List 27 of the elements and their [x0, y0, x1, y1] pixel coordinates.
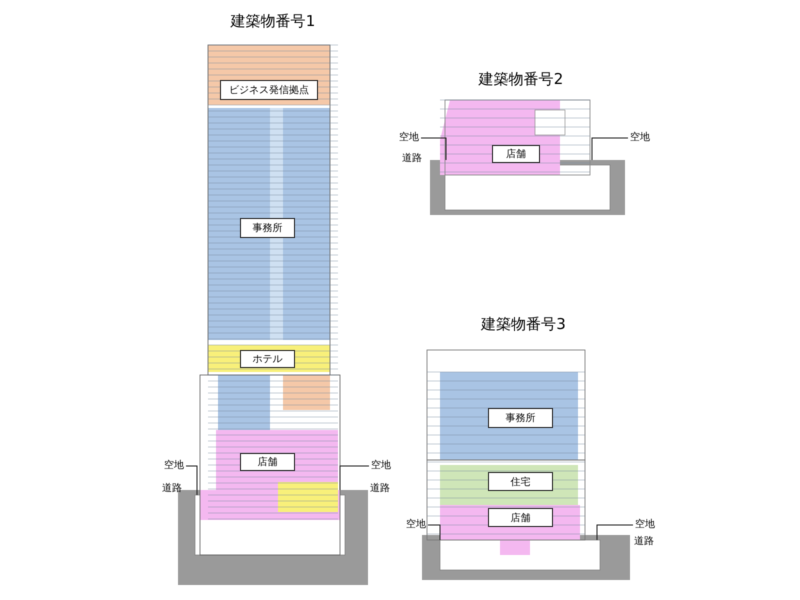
- road-label: 道路: [370, 482, 390, 495]
- building-title: 建築物番号3: [480, 315, 567, 334]
- building-title: 建築物番号2: [477, 70, 564, 89]
- use-label: 住宅: [488, 472, 553, 491]
- leader-line: [420, 138, 446, 160]
- use-label: 事務所: [240, 218, 295, 238]
- leader-line: [340, 466, 370, 490]
- use-label: ホテル: [240, 350, 295, 368]
- use-label: 店舗: [240, 453, 295, 471]
- road-label: 道路: [634, 535, 654, 548]
- use-label: ビジネス発信拠点: [220, 80, 318, 100]
- leader-line: [592, 138, 628, 160]
- leader-text: 空地: [163, 458, 185, 474]
- leader-text: 空地: [405, 517, 427, 533]
- leader-line: [596, 524, 634, 540]
- use-label: 店舗: [488, 508, 553, 527]
- building-title: 建築物番号1: [229, 12, 316, 31]
- use-label: 事務所: [488, 408, 553, 428]
- leader-text: 空地: [398, 130, 420, 146]
- road-label: 道路: [402, 152, 422, 165]
- leader-line: [186, 466, 198, 496]
- leader-text: 空地: [370, 458, 392, 474]
- leader-text: 空地: [629, 130, 651, 146]
- leader-line: [428, 524, 440, 540]
- road-label: 道路: [162, 482, 182, 495]
- leader-text: 空地: [634, 517, 656, 533]
- use-label: 店舗: [492, 145, 540, 163]
